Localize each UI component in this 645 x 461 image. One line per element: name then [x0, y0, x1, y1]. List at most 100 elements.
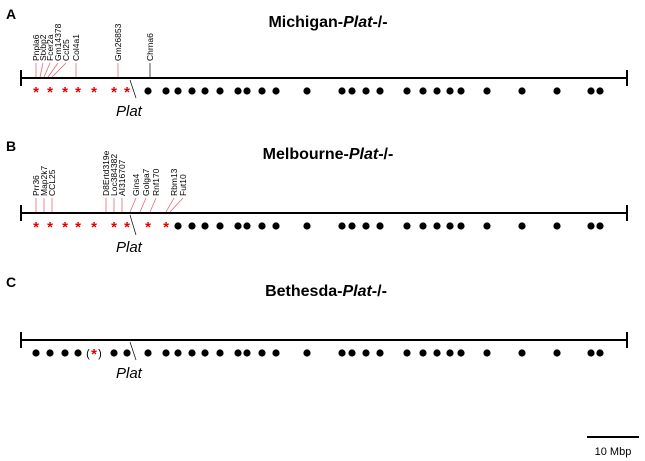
- marker-dot: [362, 349, 370, 357]
- gene-leader-line: [129, 197, 137, 213]
- plat-pointer: [129, 79, 137, 99]
- gene-label: Gm14378: [53, 23, 63, 61]
- panel-a: A Michigan-Plat-/- Pnpla6Stxbp2Fcer2aGm1…: [6, 6, 628, 120]
- marker-star: *: [111, 219, 117, 236]
- marker-dot: [483, 222, 491, 230]
- marker-dot: [348, 222, 356, 230]
- gene-label: Prr36: [31, 175, 41, 196]
- marker-dot: [188, 349, 196, 357]
- marker-dot: [419, 349, 427, 357]
- gene-leader-line: [149, 197, 157, 213]
- gene-label: Gm26853: [113, 23, 123, 61]
- marker-dot: [457, 87, 465, 95]
- marker-dot: [201, 222, 209, 230]
- marker-dot: [272, 222, 280, 230]
- paren-left: (: [86, 348, 90, 360]
- markers: *(): [32, 346, 604, 363]
- marker-dot: [61, 349, 69, 357]
- panel-letter: B: [6, 138, 16, 154]
- marker-dot: [234, 349, 242, 357]
- marker-dot: [243, 222, 251, 230]
- marker-dot: [403, 222, 411, 230]
- marker-dot: [188, 87, 196, 95]
- gene-label: AI316707: [117, 159, 127, 196]
- gene-label: Rnf170: [151, 168, 161, 196]
- marker-star: *: [75, 219, 81, 236]
- scale-bar: 10 Mbp: [587, 436, 639, 458]
- panel-c: C Bethesda-Plat-/- *() Plat: [6, 274, 628, 382]
- gene-label: Pnpla6: [31, 34, 41, 61]
- marker-dot: [553, 222, 561, 230]
- marker-star: *: [75, 84, 81, 101]
- gene-leader-line: [169, 197, 184, 213]
- marker-dot: [419, 87, 427, 95]
- gene-leader-line: [51, 62, 67, 78]
- marker-dot: [376, 87, 384, 95]
- marker-dot: [144, 349, 152, 357]
- marker-dot: [348, 349, 356, 357]
- markers: *********: [33, 219, 604, 236]
- gene-label: Fcer2a: [45, 34, 55, 61]
- marker-dot: [201, 87, 209, 95]
- marker-dot: [457, 349, 465, 357]
- marker-star: *: [62, 219, 68, 236]
- marker-dot: [303, 87, 311, 95]
- marker-dot: [483, 349, 491, 357]
- paren-right: ): [98, 348, 102, 360]
- plat-label: Plat: [116, 365, 143, 382]
- marker-dot: [376, 222, 384, 230]
- panel-title: Melbourne-Plat-/-: [263, 146, 394, 163]
- marker-star-uncertain: *: [91, 346, 97, 363]
- marker-dot: [457, 222, 465, 230]
- marker-dot: [362, 87, 370, 95]
- marker-dot: [144, 87, 152, 95]
- marker-dot: [258, 349, 266, 357]
- gene-label: Chrna6: [145, 33, 155, 61]
- gene-leader-line: [47, 62, 59, 78]
- gene-label: Map2k7: [39, 165, 49, 196]
- marker-dot: [553, 87, 561, 95]
- marker-dot: [446, 349, 454, 357]
- plat-pointer: [129, 341, 137, 361]
- marker-star: *: [47, 219, 53, 236]
- marker-dot: [272, 349, 280, 357]
- marker-star: *: [33, 84, 39, 101]
- marker-dot: [46, 349, 54, 357]
- marker-dot: [216, 222, 224, 230]
- marker-dot: [174, 87, 182, 95]
- marker-dot: [403, 87, 411, 95]
- marker-dot: [216, 349, 224, 357]
- marker-dot: [338, 87, 346, 95]
- marker-dot: [483, 87, 491, 95]
- gene-leader-line: [39, 62, 44, 78]
- scale-bar-label: 10 Mbp: [595, 446, 632, 458]
- marker-dot: [553, 349, 561, 357]
- panel-letter: C: [6, 274, 16, 290]
- marker-star: *: [111, 84, 117, 101]
- marker-dot: [403, 349, 411, 357]
- marker-dot: [272, 87, 280, 95]
- markers: *******: [33, 84, 604, 101]
- marker-dot: [596, 349, 604, 357]
- marker-dot: [419, 222, 427, 230]
- marker-star: *: [47, 84, 53, 101]
- marker-star: *: [91, 84, 97, 101]
- marker-star: *: [163, 219, 169, 236]
- gene-label: Fut10: [178, 174, 188, 196]
- marker-dot: [433, 87, 441, 95]
- gene-leader-line: [43, 62, 51, 78]
- marker-dot: [32, 349, 40, 357]
- gene-label: Col4a1: [71, 34, 81, 61]
- marker-dot: [362, 222, 370, 230]
- marker-dot: [123, 349, 131, 357]
- marker-star: *: [124, 84, 130, 101]
- plat-label: Plat: [116, 239, 143, 256]
- marker-dot: [587, 222, 595, 230]
- gene-label: Gins4: [131, 174, 141, 196]
- gene-label: Golga7: [141, 168, 151, 196]
- plat-label: Plat: [116, 103, 143, 120]
- marker-dot: [110, 349, 118, 357]
- marker-star: *: [124, 219, 130, 236]
